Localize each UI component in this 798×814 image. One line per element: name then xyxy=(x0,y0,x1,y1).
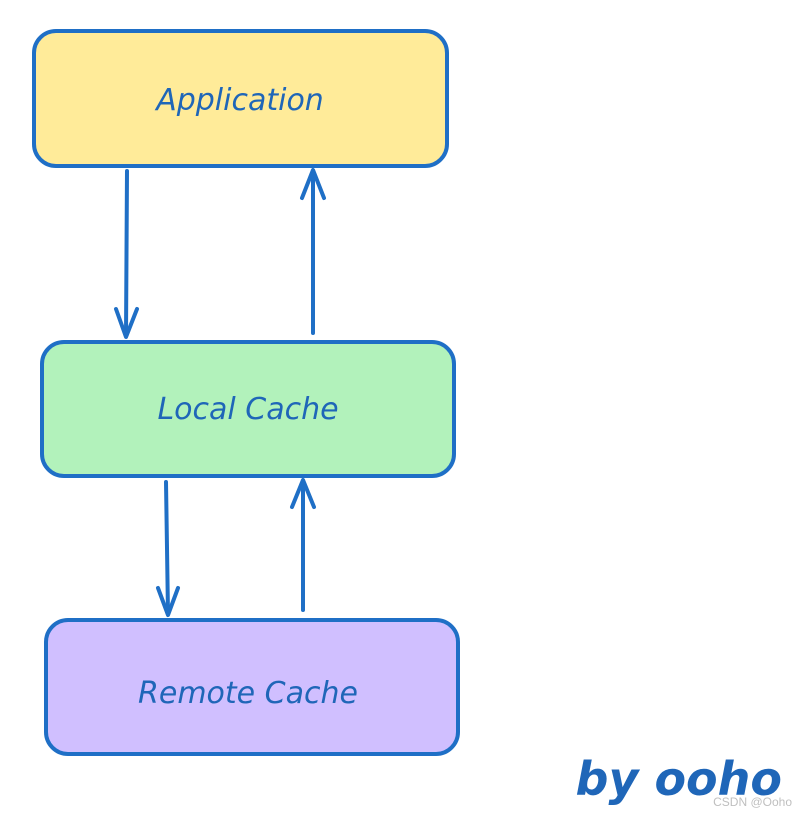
arrow-remote-cache-to-local-cache xyxy=(290,478,316,612)
local-cache-node: Local Cache xyxy=(40,340,456,478)
arrow-application-to-local-cache xyxy=(114,169,139,339)
signature-text: by ooho xyxy=(576,752,782,806)
application-label: Application xyxy=(154,83,324,118)
local-cache-box xyxy=(40,340,456,478)
remote-cache-label: Remote Cache xyxy=(138,676,358,711)
application-node: Application xyxy=(32,29,449,168)
arrow-local-cache-to-remote-cache xyxy=(156,480,180,617)
remote-cache-box xyxy=(44,618,460,756)
arrow-local-cache-to-application xyxy=(300,168,326,335)
application-box xyxy=(32,29,449,168)
watermark-text: CSDN @Ooho xyxy=(713,795,792,809)
local-cache-label: Local Cache xyxy=(157,392,338,427)
remote-cache-node: Remote Cache xyxy=(44,618,460,756)
